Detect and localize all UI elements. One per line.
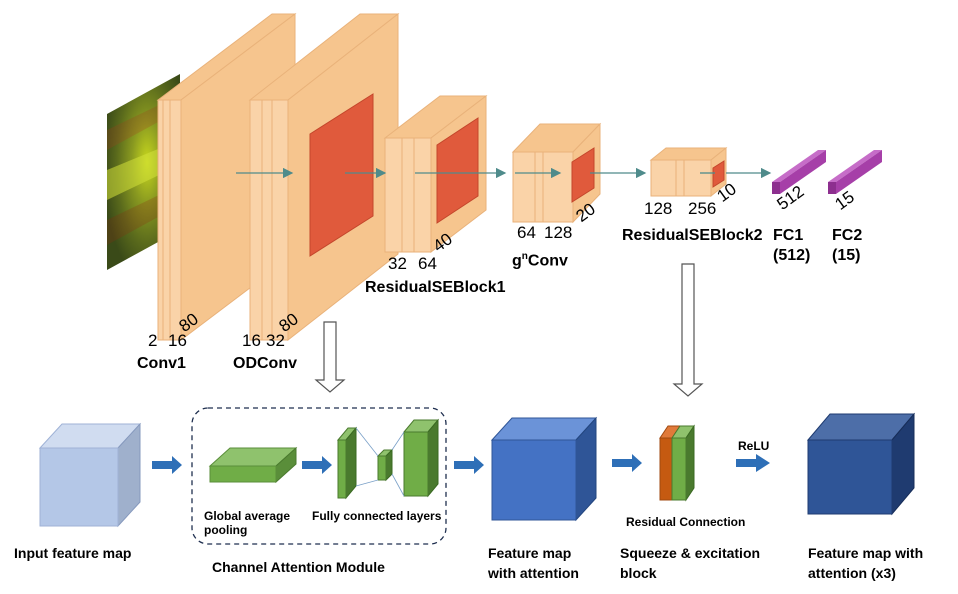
odconv-dim-b: 32 <box>266 331 285 350</box>
channel-attention-module-label: Channel Attention Module <box>212 559 385 575</box>
se-block-label-line2: block <box>620 565 657 581</box>
input-feature-map-label: Input feature map <box>14 545 132 561</box>
se-block-label-line1: Squeeze & excitation <box>620 545 761 561</box>
conv1-dim-b: 16 <box>168 331 187 350</box>
fc1-label: FC1 <box>773 227 804 244</box>
fc2-sub-label: (15) <box>832 247 861 264</box>
down-arrow-odconv <box>314 321 346 393</box>
gap-label-line2: pooling <box>204 523 248 537</box>
conv1-dim-a: 2 <box>148 331 158 350</box>
down-arrow-rse2 <box>672 263 704 397</box>
rse2-label: ResidualSEBlock2 <box>622 227 763 244</box>
channel-attention-frame <box>191 407 447 545</box>
output-cube <box>806 412 916 516</box>
residual-connection-label: Residual Connection <box>626 515 746 529</box>
attention-map-label-line1: Feature map <box>488 545 572 561</box>
odconv-dim-a: 16 <box>242 331 261 350</box>
rse1-dim-b: 64 <box>418 254 437 273</box>
gnconv-dim-b: 128 <box>544 223 573 242</box>
odconv-block <box>248 12 400 342</box>
fc1-sub-label: (512) <box>773 247 811 264</box>
rse1-block <box>383 94 488 254</box>
output-label-line1: Feature map with <box>808 545 924 561</box>
odconv-label: ODConv <box>233 355 297 372</box>
fc-layers-label: Fully connected layers <box>312 509 442 523</box>
fc2-label: FC2 <box>832 227 863 244</box>
relu-label: ReLU <box>738 439 770 453</box>
gnconv-block <box>511 122 602 224</box>
rse2-dim-b: 256 <box>688 199 717 218</box>
rse1-dim-a: 32 <box>388 254 407 273</box>
fc1-bar <box>772 150 826 194</box>
se-block <box>659 424 695 502</box>
fc-layers <box>336 418 440 500</box>
input-cube <box>38 422 142 528</box>
rse2-dim-a: 128 <box>644 199 673 218</box>
attention-cube <box>490 416 598 522</box>
conv1-label: Conv1 <box>137 355 186 372</box>
gnconv-label: gnConv <box>512 251 568 270</box>
gnconv-dim-a: 64 <box>517 223 536 242</box>
attention-map-label-line2: with attention <box>488 565 579 581</box>
gap-slab <box>208 446 298 484</box>
rse2-block <box>649 146 728 198</box>
fc2-bar <box>828 150 882 194</box>
blue-arrows <box>152 454 770 474</box>
output-label-line2: attention (x3) <box>808 565 896 581</box>
rse1-label: ResidualSEBlock1 <box>365 279 506 296</box>
gap-label-line1: Global average <box>204 509 291 523</box>
